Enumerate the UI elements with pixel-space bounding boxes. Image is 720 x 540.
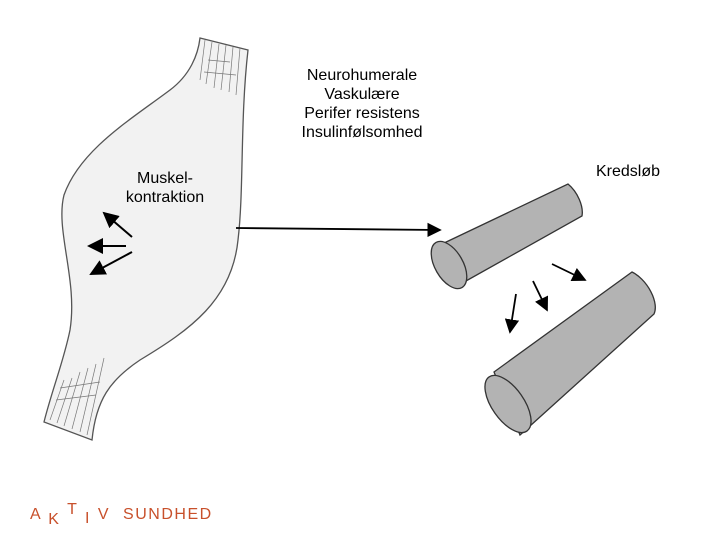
vessel-lower <box>484 271 656 437</box>
muscle-label-line2: kontraktion <box>125 189 205 206</box>
logo-letter-t: T <box>67 501 79 518</box>
logo-letter-k: K <box>48 511 61 528</box>
factor-insulinfolsomhed: Insulinfølsomhed <box>301 124 423 141</box>
flow-arrows <box>504 263 587 334</box>
factor-perifer-resistens: Perifer resistens <box>304 105 420 122</box>
muscle-label: Muskel- kontraktion <box>110 169 220 207</box>
vessel-upper <box>430 183 583 290</box>
muscle-label-line1: Muskel- <box>136 170 193 187</box>
muscle-shape <box>43 37 249 441</box>
contraction-arrows <box>87 211 133 275</box>
factor-neurohumerale: Neurohumerale <box>306 67 418 84</box>
main-arrow <box>235 222 442 238</box>
logo-letter-a: A <box>30 506 42 523</box>
logo-letter-v: V <box>97 506 111 523</box>
factor-vaskulaere: Vaskulære <box>324 86 400 103</box>
logo-letter-i: I <box>85 510 92 527</box>
factor-list: Neurohumerale Vaskulære Perifer resisten… <box>262 66 462 142</box>
circulation-label: Kredsløb <box>596 163 661 180</box>
aktiv-sundhed-logo: A K T I V SUNDHED <box>30 501 213 528</box>
logo-word: SUNDHED <box>123 506 213 523</box>
